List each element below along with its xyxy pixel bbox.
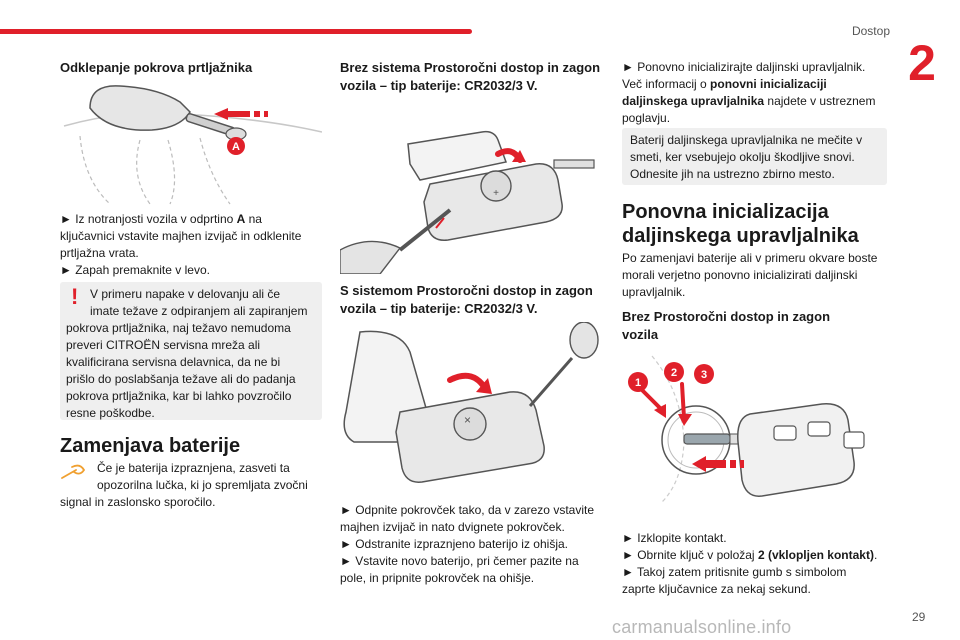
info-text-line2: opozorilna lučka, ki jo spremljata zvočn… bbox=[97, 478, 308, 492]
warning-box: ! V primeru napake v delovanju ali če im… bbox=[60, 282, 322, 420]
reinit-ref-line2: Več informacij o ponovni inicializaciji bbox=[622, 77, 827, 91]
ignition-step-2: ► Obrnite ključ v položaj 2 (vklopljen k… bbox=[622, 548, 878, 562]
page-number: 29 bbox=[912, 610, 926, 624]
ignition-step-1: ► Izklopite kontakt. bbox=[622, 531, 727, 545]
svg-text:+: + bbox=[493, 188, 499, 199]
reinit-intro-line3: upravljalnik. bbox=[622, 285, 686, 299]
info-text-line1: Če je baterija izpraznjena, zasveti ta bbox=[97, 461, 290, 475]
figure-badge-2: 2 bbox=[671, 367, 677, 379]
battery-step-1: ► Odpnite pokrovček tako, da v zarezo vs… bbox=[340, 503, 594, 517]
heading-without-keyless-line1: Brez sistema Prostoročni dostop in zagon bbox=[340, 60, 601, 75]
svg-text:×: × bbox=[464, 413, 471, 427]
battery-step-3: ► Vstavite novo baterijo, pri čemer pazi… bbox=[340, 554, 579, 568]
info-icon bbox=[61, 464, 86, 479]
battery-step-2: ► Odstranite izpraznjeno baterijo iz ohi… bbox=[340, 537, 568, 551]
heading-no-keyless-line1: Brez Prostoročni dostop in zagon bbox=[622, 309, 831, 324]
figure-hood-lock: A bbox=[63, 85, 322, 205]
ignition-step-3-line2: zaprte ključavnice za nekaj sekund. bbox=[622, 582, 811, 596]
chapter-number: 2 bbox=[908, 35, 936, 91]
section-title: Dostop bbox=[851, 24, 890, 38]
heading-reinit-line2: daljinskega upravljalnika bbox=[622, 225, 859, 247]
reinit-ref-line3: daljinskega upravljalnika najdete v ustr… bbox=[622, 94, 876, 108]
battery-step-3-line2: pole, in pripnite pokrovček na ohišje. bbox=[340, 571, 535, 585]
hood-step-2: ► Zapah premaknite v levo. bbox=[60, 263, 210, 277]
heading-without-keyless-line2: vozila – tip baterije: CR2032/3 V. bbox=[340, 78, 538, 93]
heading-hood-unlock: Odklepanje pokrova prtljažnika bbox=[60, 60, 253, 75]
chapter-progress-bar bbox=[0, 29, 472, 34]
watermark: carmanualsonline.info bbox=[612, 617, 792, 637]
heading-reinit-line1: Ponovna inicializacija bbox=[622, 201, 829, 223]
heading-with-keyless-line1: S sistemom Prostoročni dostop in zagon bbox=[340, 283, 593, 298]
figure-remote-battery-1: + bbox=[340, 130, 595, 274]
figure-remote-battery-2: × bbox=[343, 322, 599, 483]
heading-battery-replacement: Zamenjava baterije bbox=[60, 435, 241, 457]
heading-with-keyless-line2: vozila – tip baterije: CR2032/3 V. bbox=[340, 301, 538, 316]
figure-ignition-key: 1 2 3 bbox=[628, 355, 865, 502]
info-text-line3: signal in zaslonsko sporočilo. bbox=[60, 495, 216, 509]
eco-note-box: Baterij daljinskega upravljalnika ne meč… bbox=[622, 128, 887, 185]
battery-step-1-line2: majhen izvijač in nato dvignete pokrovče… bbox=[340, 520, 565, 534]
figure-badge-1: 1 bbox=[635, 377, 641, 389]
warning-icon: ! bbox=[71, 284, 79, 309]
figure-label-a: A bbox=[232, 141, 240, 153]
ignition-step-3: ► Takoj zatem pritisnite gumb s simbolom bbox=[622, 565, 847, 579]
reinit-ref-line4: poglavju. bbox=[622, 111, 671, 125]
hood-step-1-line3: prtljažna vrata. bbox=[60, 246, 139, 260]
reinit-intro-line2: morali verjetno ponovno inicializirati d… bbox=[622, 268, 858, 282]
hood-step-1: ► Iz notranjosti vozila v odprtino A na bbox=[60, 212, 262, 226]
reinit-intro-line1: Po zamenjavi baterije ali v primeru okva… bbox=[622, 251, 878, 265]
hood-step-1-line2: ključavnici vstavite majhen izvijač in o… bbox=[60, 229, 302, 243]
figure-badge-3: 3 bbox=[701, 369, 707, 381]
reinit-step: ► Ponovno inicializirajte daljinski upra… bbox=[622, 60, 866, 74]
heading-no-keyless-line2: vozila bbox=[622, 327, 659, 342]
